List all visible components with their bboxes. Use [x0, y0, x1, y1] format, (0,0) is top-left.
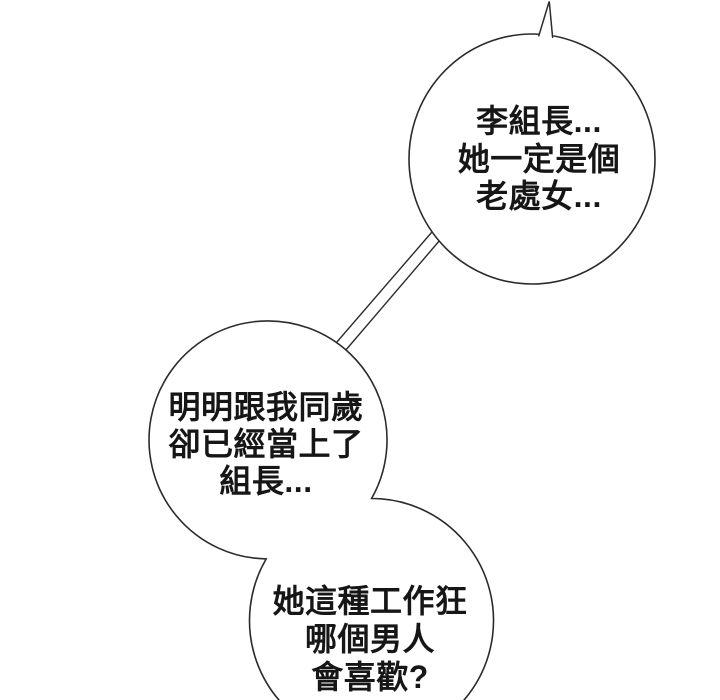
- speech-bubble-merged-outline: [148, 320, 495, 700]
- bubble-text-line: 老處女...: [476, 178, 602, 214]
- bubble-text-line: 她一定是個: [457, 140, 621, 177]
- bubble-text-line: 明明跟我同歲: [168, 389, 364, 425]
- bubble-text-line: 李組長...: [476, 103, 602, 139]
- bubble-text-line: 她這種工作狂: [272, 583, 468, 619]
- bubble-text-line: 卻已經當上了: [168, 426, 364, 462]
- bubble-connector-double-line: [329, 224, 447, 359]
- bubble-text-middle: 明明跟我同歲 卻已經當上了 組長...: [156, 389, 376, 500]
- bubble-text-line: 哪個男人: [304, 621, 435, 657]
- bubble-text-bottom: 她這種工作狂 哪個男人 會喜歡?: [250, 582, 490, 696]
- bubble-text-line: 會喜歡?: [311, 659, 429, 695]
- speech-bubble-top-outline: [408, 33, 656, 285]
- speech-bubble-tail: [538, 1, 554, 39]
- bubble-text-top: 李組長... 她一定是個 老處女...: [429, 103, 649, 216]
- bubble-text-line: 組長...: [219, 463, 313, 499]
